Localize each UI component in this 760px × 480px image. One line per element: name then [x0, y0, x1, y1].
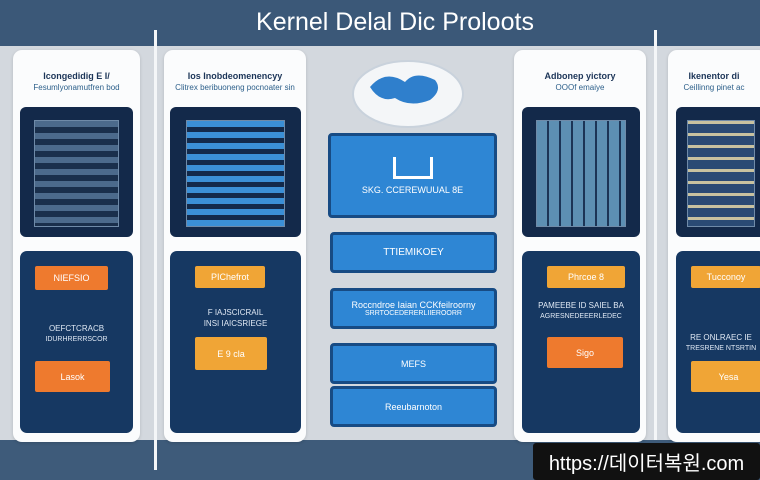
box-label: Reeubarnoton — [384, 401, 443, 412]
cloud-globe-icon — [352, 60, 464, 128]
card-subtitle: Fesumlyonamutfren bod — [33, 83, 120, 92]
panel-text: OEFCTCRACB — [48, 324, 105, 333]
secondary-button[interactable]: Yesa — [691, 361, 760, 392]
divider-line — [654, 30, 657, 440]
panel-subtext: IDURHRERRSCOR — [45, 336, 108, 343]
restore-box[interactable]: Reeubarnoton — [330, 386, 497, 427]
secondary-button[interactable]: Sigo — [547, 337, 623, 368]
info-panel: Phrcoe 8 PAMEEBE ID SAIEL BA AGRESNEDEEE… — [522, 251, 640, 433]
info-panel: NIEFSIO OEFCTCRACB IDURHRERRSCOR Lasok — [20, 251, 133, 433]
card-title: Adbonep yictory — [544, 71, 616, 81]
server-rack-image — [20, 107, 133, 237]
box-sublabel: SRRTOCEDERERLIIEROORR — [365, 310, 462, 317]
card-3: Adbonep yictory OOOf emaiye Phrcoe 8 PAM… — [514, 50, 646, 442]
box-label: Roccndroe Iaian CCKfeilroorny — [351, 300, 476, 310]
card-subtitle: Clitrex beribuoneng pocnoater sin — [175, 83, 295, 92]
device-icon — [392, 156, 433, 179]
panel-text: PAMEEBE ID SAIEL BA — [538, 301, 624, 310]
central-module[interactable]: SKG. CCEREWUUAL 8E — [328, 133, 497, 218]
info-panel: Tucconoy RE ONLRAEC IE TRESRENE NTSRTIN … — [676, 251, 760, 433]
card-1: Icongedidig E I/ Fesumlyonamutfren bod N… — [13, 50, 140, 442]
panel-text: F IAJSCICRAIL — [207, 308, 264, 317]
server-rack-image — [676, 107, 760, 237]
primary-button[interactable]: Phrcoe 8 — [547, 266, 625, 288]
memory-box[interactable]: TTIEMIKOEY — [330, 232, 497, 273]
primary-button[interactable]: NIEFSIO — [35, 266, 108, 290]
card-subtitle: OOOf emaiye — [555, 83, 605, 92]
card-title: Ios Inobdeomenencyy — [187, 71, 283, 81]
box-label: TTIEMIKOEY — [383, 247, 444, 258]
panel-text: RE ONLRAEC IE — [690, 333, 752, 342]
panel-subtext: INSI IAICSRIEGE — [203, 319, 268, 328]
card-title: Icongedidig E I/ — [43, 71, 110, 81]
watermark: https://데이터복원.com — [533, 443, 760, 480]
module-label: SKG. CCEREWUUAL 8E — [361, 184, 464, 195]
panel-subtext: TRESRENE NTSRTIN — [685, 345, 757, 352]
info-panel: PIChefrot F IAJSCICRAIL INSI IAICSRIEGE … — [170, 251, 301, 433]
card-2: Ios Inobdeomenencyy Clitrex beribuoneng … — [164, 50, 306, 442]
header-bar — [0, 0, 760, 46]
server-rack-image — [170, 107, 301, 237]
card-subtitle: Ceillinng pinet ac — [683, 83, 745, 92]
page-title: Kernel Delal Dic Proloots — [256, 8, 534, 36]
card-4: Ikenentor di Ceillinng pinet ac Tucconoy… — [668, 50, 760, 442]
panel-subtext: AGRESNEDEEERLEDEC — [540, 313, 622, 320]
divider-line — [154, 30, 157, 470]
secondary-button[interactable]: Lasok — [35, 361, 110, 392]
box-label: MEFS — [400, 358, 426, 369]
primary-button[interactable]: PIChefrot — [195, 266, 265, 288]
mefs-box[interactable]: MEFS — [330, 343, 497, 384]
card-title: Ikenentor di — [688, 71, 740, 81]
server-rack-image — [522, 107, 640, 237]
primary-button[interactable]: Tucconoy — [691, 266, 760, 288]
secondary-button[interactable]: E 9 cla — [195, 337, 267, 370]
